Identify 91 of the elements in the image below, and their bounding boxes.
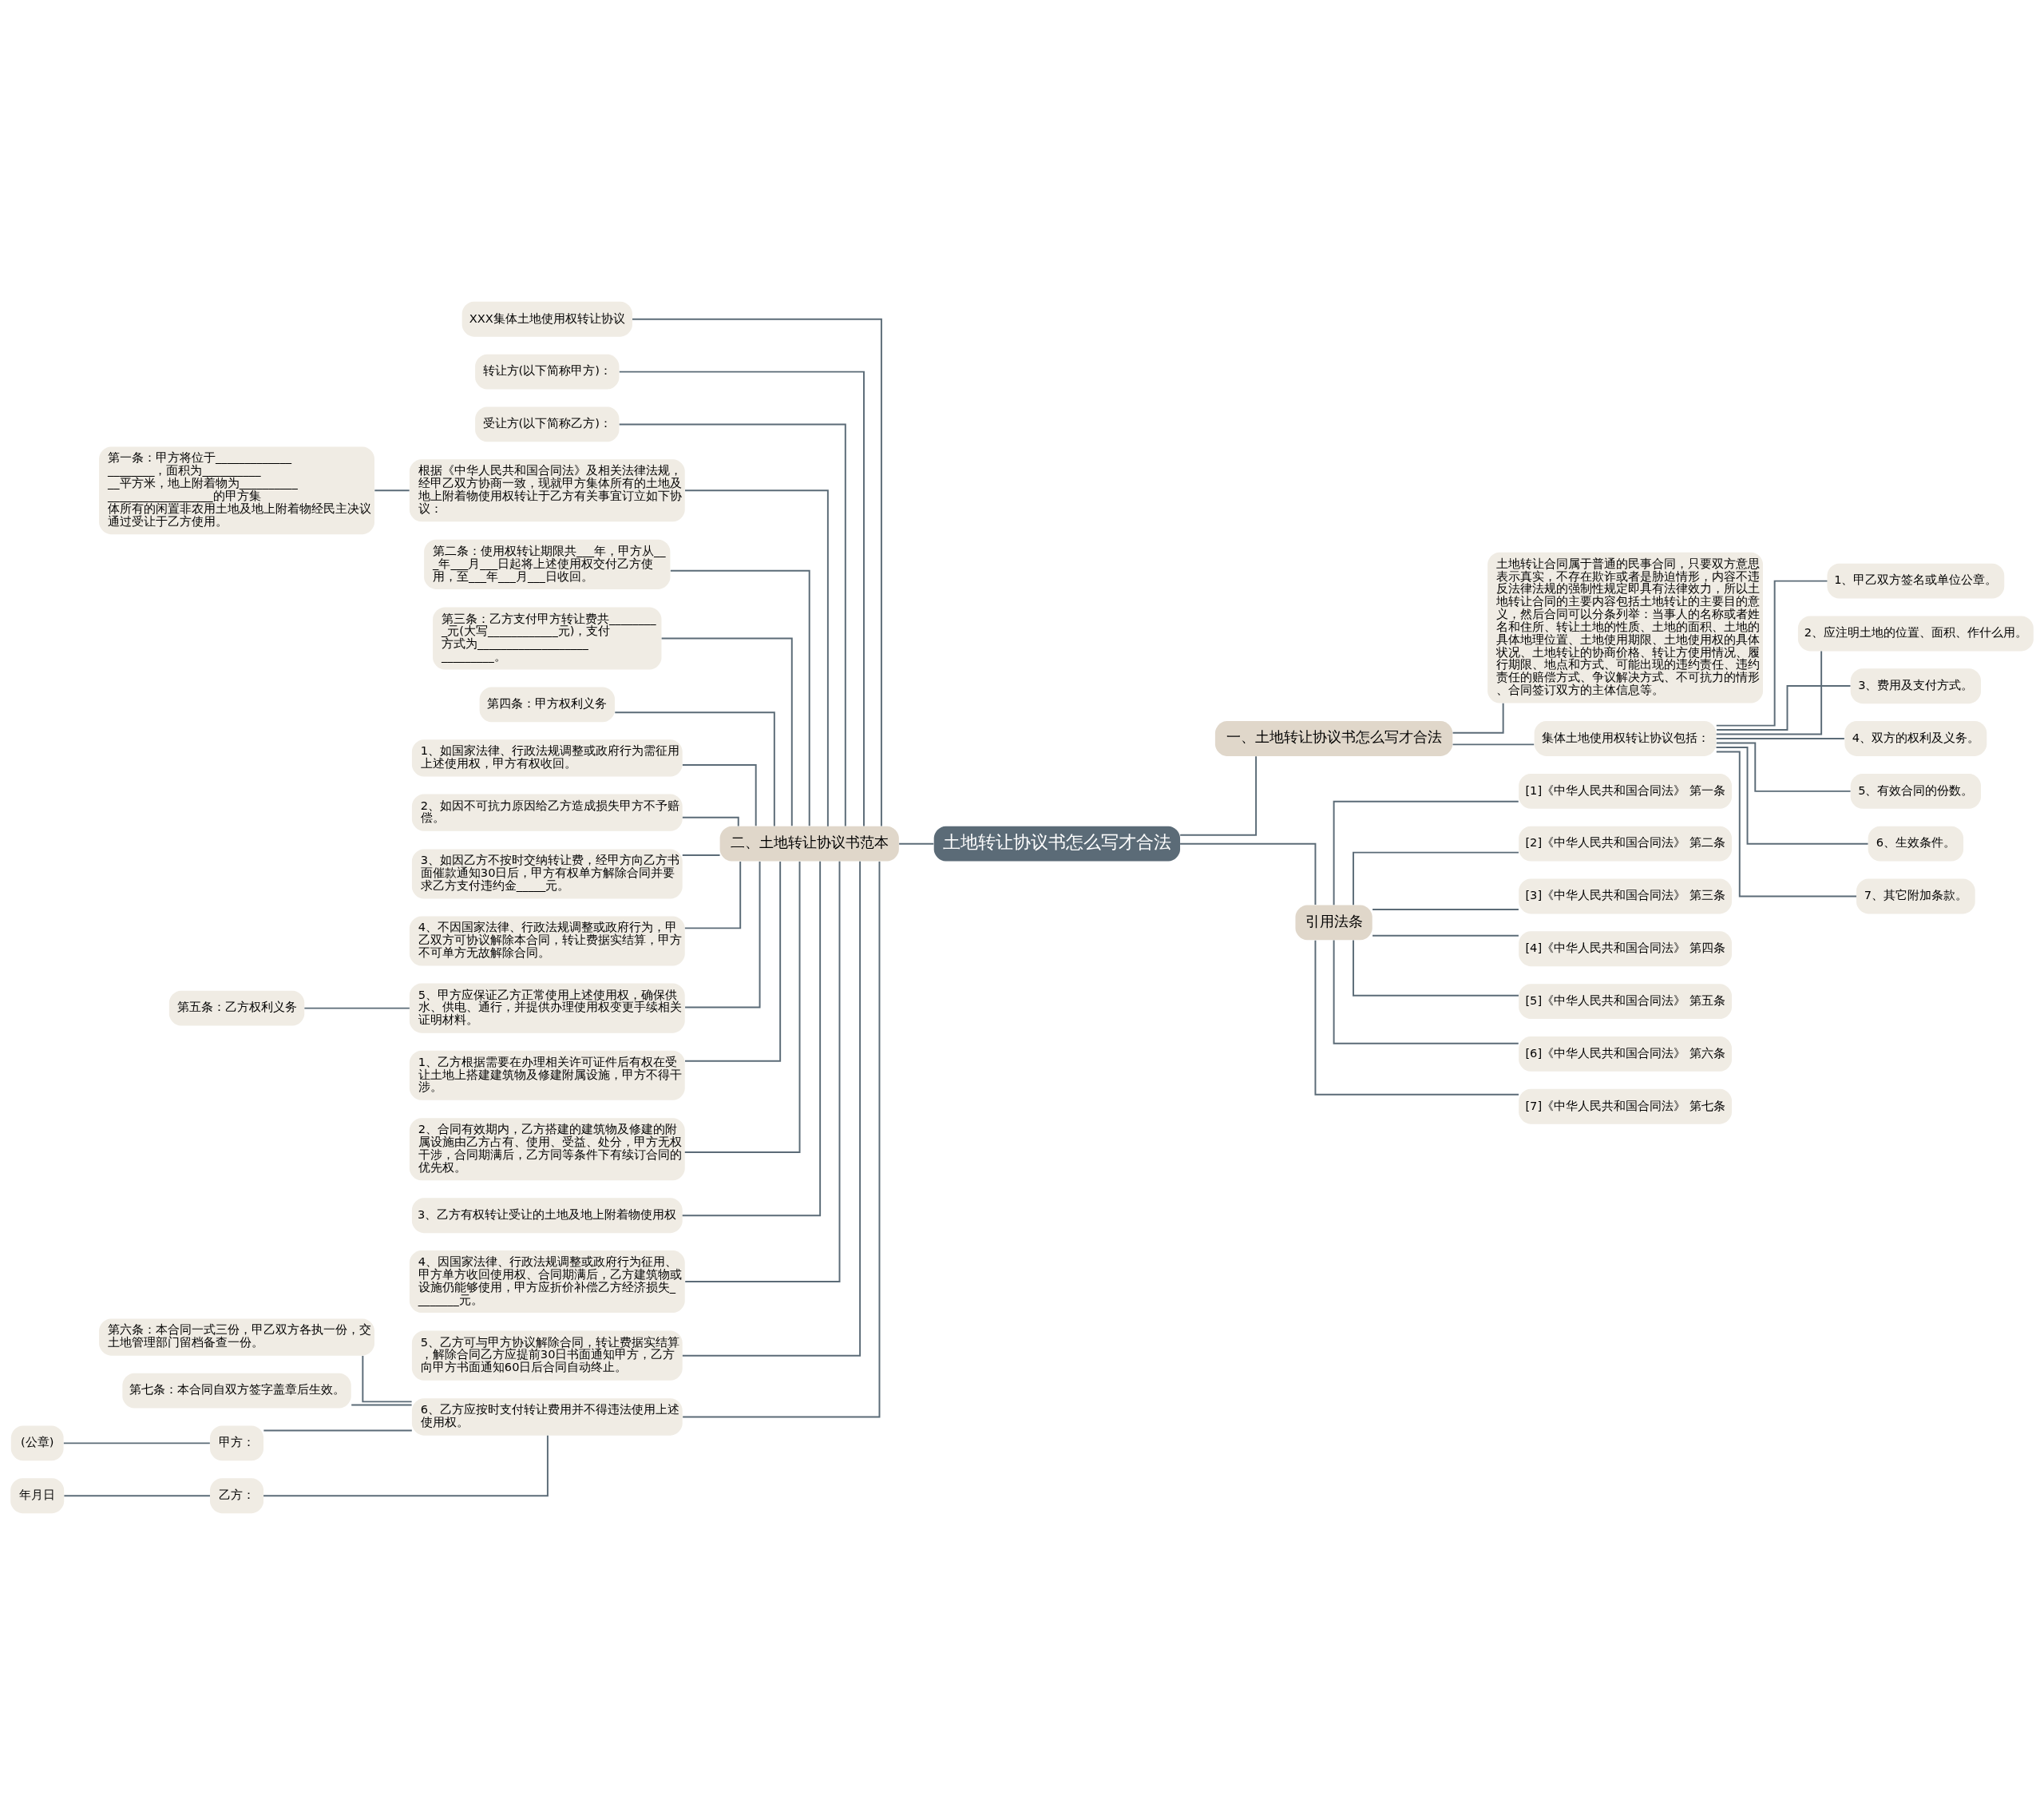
connector — [62, 1442, 211, 1444]
node-box: [3]《中华人民共和国合同法》 第三条 — [1519, 878, 1732, 914]
connector — [683, 861, 801, 1153]
node-box: 集体土地使用权转让协议包括： — [1534, 721, 1717, 756]
node-box: 4、双方的权利及义务。 — [1844, 721, 1987, 756]
connector — [1179, 842, 1317, 906]
connector — [681, 860, 822, 1217]
node-box: 3、乙方有权转让受让的土地及地上附着物使用权 — [411, 1198, 683, 1234]
connector — [682, 860, 881, 1418]
connector — [684, 860, 841, 1283]
node-box: 第一条：甲方将位于_____________________，面积为____________平方米，地上附着物为____________________________的甲方集体所有的闲置非农用土地及地上附着物经民主决议通过受让于乙方使用。 — [99, 446, 374, 535]
node-box: [4]《中华人民共和国合同法》 第四条 — [1519, 931, 1732, 967]
connector — [1452, 743, 1535, 746]
node-box: [6]《中华人民共和国合同法》 第六条 — [1519, 1036, 1732, 1072]
node-box: 转让方(以下简称甲方)： — [475, 354, 620, 390]
connector — [1715, 751, 1857, 898]
connector — [1353, 939, 1519, 997]
connector — [374, 489, 410, 492]
connector — [681, 854, 721, 856]
node-box: [5]《中华人民共和国合同法》 第五条 — [1519, 984, 1732, 1020]
node-box: 第七条：本合同自双方签字盖章后生效。 — [122, 1373, 351, 1409]
connector — [618, 423, 846, 827]
connector — [303, 1007, 410, 1009]
node-box: 乙方： — [210, 1478, 264, 1514]
node-box: 第六条：本合同一式三份，甲乙双方各执一份，交土地管理部门留档备查一份。 — [99, 1318, 374, 1356]
connector — [681, 860, 862, 1357]
node-box: 2、合同有效期内，乙方搭建的建筑物及修建的附属设施由乙方占有、使用、受益、处分，甲方无权干涉，合同期满后，乙方同等条件下有续订合同的优先权。 — [409, 1118, 685, 1181]
node-box: 第二条：使用权转让期限共___年，甲方从___年___月___日起将上述使用权交付乙方使用，至___年___月___日收回。 — [424, 539, 671, 589]
node-box: 5、有效合同的份数。 — [1850, 773, 1981, 809]
node-box: 土地转让合同属于普通的民事合同，只要双方意思表示真实，不存在欺诈或者是胁迫情形，内容不违反法律法规的强制性规定即具有法律效力，所以土地转让合同的主要内容包括土地转让的主要目的意义，然后合同可以分条列举：当事人的名称或者姓名和住所、转让土地的性质、土地的面积、土地的具体地理位置、土地使用期限、土地使用权的具体状况、土地转让的协商价格、转让方使用情况、履行期限、地点和方式、可能出现的违约责任、违约责任的赔偿方式、争议解决方式、不可抗力的情形、合同签订双方的主体信息等。 — [1487, 552, 1763, 703]
connector — [681, 816, 739, 827]
connector — [683, 861, 742, 929]
node-box: 7、其它附加条款。 — [1856, 878, 1975, 914]
node-box: 第四条：甲方权利义务 — [479, 687, 615, 723]
connector — [1715, 738, 1845, 740]
connector — [684, 861, 761, 1009]
connector — [684, 860, 782, 1062]
connector — [63, 1495, 211, 1497]
connector — [898, 842, 935, 845]
connector — [1179, 755, 1258, 836]
connector — [684, 489, 829, 827]
connector — [263, 1429, 413, 1432]
node-box: 6、生效条件。 — [1868, 826, 1964, 862]
connector — [1715, 742, 1852, 792]
connector — [1353, 851, 1519, 906]
node-box: 甲方： — [210, 1425, 264, 1461]
node-box: 引用法条 — [1295, 905, 1373, 941]
node-box: 根据《中华人民共和国合同法》及相关法律法规，经甲乙双方协商一致，现就甲方集体所有的土地及地上附着物使用权转让于乙方有关事宜订立如下协议： — [409, 459, 685, 522]
node-box: 1、乙方根据需要在办理相关许可证件后有权在受让土地上搭建建筑物及修建附属设施，甲方不得干涉。 — [409, 1050, 685, 1100]
node-box: [2]《中华人民共和国合同法》 第二条 — [1519, 826, 1732, 862]
connector — [1333, 939, 1519, 1044]
node-box: 6、乙方应按时支付转让费用并不得违法使用上述使用权。 — [411, 1398, 683, 1436]
node-box: 3、费用及支付方式。 — [1850, 668, 1981, 704]
connector — [1452, 702, 1504, 734]
connector — [1715, 580, 1828, 727]
connector — [618, 371, 865, 827]
node-box: 第三条：乙方支付甲方转让费共_________元(大写____________元)，支付方式为____________________________。 — [433, 607, 662, 670]
connector — [1372, 908, 1519, 910]
connector — [1333, 800, 1519, 906]
node-box: 3、如因乙方不按时交纳转让费，经甲方向乙方书面催款通知30日后，甲方有权单方解除合同并要求乙方支付违约金_____元。 — [411, 849, 683, 899]
connector — [1314, 939, 1519, 1096]
node-box: XXX集体土地使用权转让协议 — [461, 301, 632, 337]
node-box: 第五条：乙方权利义务 — [168, 990, 305, 1026]
node-box: 土地转让协议书怎么写才合法 — [933, 826, 1181, 862]
connector — [1716, 684, 1852, 731]
node-box: 年月日 — [10, 1478, 65, 1514]
connector — [632, 318, 882, 827]
node-box: 2、如因不可抗力原因给乙方造成损失甲方不予赔偿。 — [411, 794, 683, 831]
node-box: 5、乙方可与甲方协议解除合同，转让费据实结算，解除合同乙方应提前30日书面通知甲方，乙方向甲方书面通知60日后合同自动终止。 — [411, 1330, 683, 1381]
connector — [351, 1404, 413, 1406]
node-box: (公章) — [10, 1425, 64, 1461]
connector — [614, 711, 775, 827]
connector — [681, 764, 757, 827]
connector — [1715, 650, 1823, 735]
node-box: 5、甲方应保证乙方正常使用上述使用权，确保供水、供电、通行，并提供办理使用权变更手续相关证明材料。 — [409, 983, 685, 1033]
node-box: 一、土地转让协议书怎么写才合法 — [1214, 721, 1453, 756]
node-box: 1、如国家法律、行政法规调整或政府行为需征用上述使用权，甲方有权收回。 — [411, 739, 683, 777]
connector — [263, 1434, 549, 1497]
node-box: 受让方(以下简称乙方)： — [475, 406, 620, 442]
connector — [660, 637, 793, 827]
node-box: [1]《中华人民共和国合同法》 第一条 — [1519, 773, 1732, 809]
connector — [1372, 934, 1519, 937]
node-box: [7]《中华人民共和国合同法》 第七条 — [1519, 1088, 1732, 1124]
node-box: 2、应注明土地的位置、面积、作什么用。 — [1797, 616, 2034, 652]
node-box: 二、土地转让协议书范本 — [719, 826, 899, 862]
connector — [669, 569, 810, 827]
connector — [362, 1354, 413, 1403]
node-box: 1、甲乙双方签名或单位公章。 — [1827, 563, 2005, 599]
connector — [1715, 747, 1869, 845]
node-box: 4、不因国家法律、行政法规调整或政府行为，甲乙双方可协议解除本合同，转让费据实结算，甲方不可单方无故解除合同。 — [409, 916, 685, 966]
node-box: 4、因国家法律、行政法规调整或政府行为征用、甲方单方收回使用权、合同期满后，乙方建筑物或设施仍能够使用，甲方应折价补偿乙方经济损失________元。 — [409, 1250, 685, 1314]
